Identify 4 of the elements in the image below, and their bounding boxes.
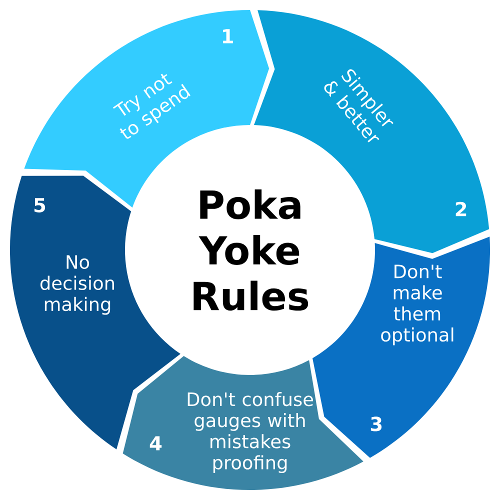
- step-number: 3: [370, 416, 382, 432]
- step-number: 1: [223, 29, 233, 44]
- step-number: 4: [150, 436, 162, 450]
- step-number: 2: [456, 202, 466, 216]
